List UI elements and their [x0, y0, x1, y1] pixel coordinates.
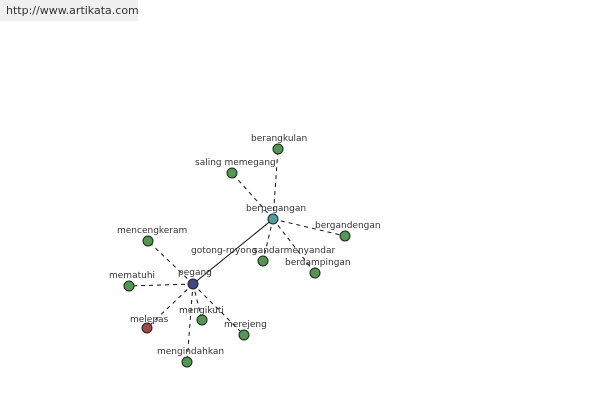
edge-pegang-mencengkeram	[147, 240, 194, 285]
node-saling-memegang[interactable]	[226, 167, 238, 179]
edge-pegang-mematuhi	[128, 283, 194, 287]
node-pegang[interactable]	[187, 278, 199, 290]
edge-berpegangan-berdampingan	[272, 218, 316, 274]
edge-berpegangan-berangkulan	[272, 148, 279, 220]
node-label-merejeng[interactable]: merejeng	[224, 320, 267, 330]
node-label-mengindahkan[interactable]: mengindahkan	[157, 347, 224, 357]
node-berpegangan[interactable]	[267, 213, 279, 225]
node-label-sandar-menyandar[interactable]: sandarmenyandar	[253, 246, 335, 256]
edge-pegang-mengindahkan	[186, 283, 194, 363]
node-label-berangkulan[interactable]: berangkulan	[251, 134, 307, 144]
source-url[interactable]: http://www.artikata.com	[0, 0, 139, 21]
node-mengindahkan[interactable]	[181, 356, 193, 368]
nodes-layer: pegang berpegangan berangkulan saling memeg…	[109, 134, 381, 368]
node-label-pegang[interactable]: pegang	[178, 268, 212, 278]
edge-berpegangan-gotong-royong	[262, 218, 274, 262]
node-berangkulan[interactable]	[272, 143, 284, 155]
edge-berpegangan-saling-memegang	[231, 172, 274, 220]
node-label-mematuhi[interactable]: mematuhi	[109, 271, 155, 281]
node-label-bergandengan[interactable]: bergandengan	[315, 221, 381, 231]
node-label-gotong-royong[interactable]: gotong-royong	[191, 246, 257, 256]
node-melepas[interactable]	[141, 322, 153, 334]
node-label-mencengkeram[interactable]: mencengkeram	[117, 226, 187, 236]
node-label-saling-memegang[interactable]: saling memegang	[195, 158, 276, 168]
edge-pegang-melepas	[146, 283, 194, 329]
edge-pegang-mengikuti	[192, 283, 203, 321]
node-gotong-royong[interactable]	[257, 255, 269, 267]
node-label-berpegangan[interactable]: berpegangan	[246, 204, 306, 214]
node-bergandengan[interactable]	[339, 230, 351, 242]
node-label-mengikuti[interactable]: mengikuti	[179, 306, 224, 316]
node-label-melepas[interactable]: melepas	[130, 315, 169, 325]
node-label-berdampingan[interactable]: berdampingan	[285, 258, 351, 268]
node-mematuhi[interactable]	[123, 280, 135, 292]
node-berdampingan[interactable]	[309, 267, 321, 279]
node-merejeng[interactable]	[238, 329, 250, 341]
edge-pegang-berpegangan	[192, 218, 274, 285]
node-mengikuti[interactable]	[196, 314, 208, 326]
node-mencengkeram[interactable]	[142, 235, 154, 247]
edges-layer	[128, 148, 346, 363]
